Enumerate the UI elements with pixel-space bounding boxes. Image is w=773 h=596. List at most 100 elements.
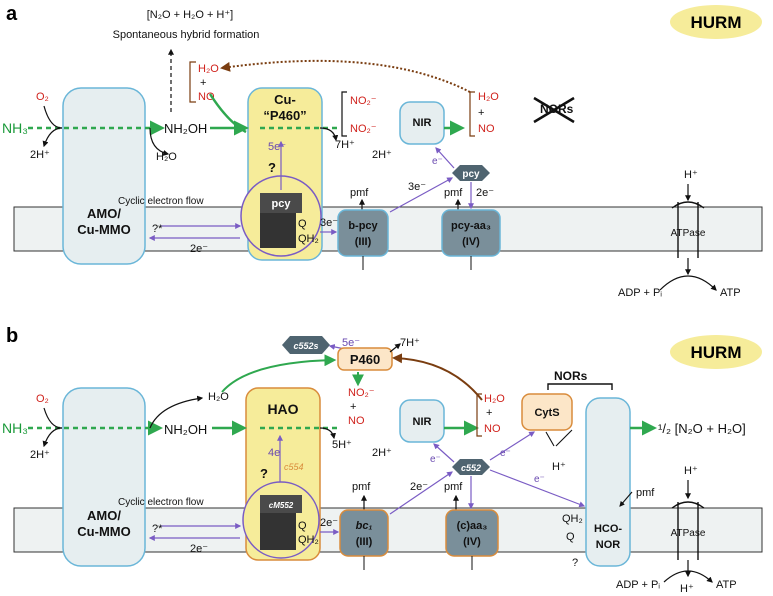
- h-in-label-a: 2H⁺: [30, 149, 50, 161]
- h-cyts: H⁺: [552, 461, 566, 473]
- cyclic-flow-b: Cyclic electron flow: [118, 497, 204, 508]
- b-pcy-label-2: (III): [355, 236, 372, 248]
- pcy-aa3-label-1: pcy-aa₃: [451, 220, 491, 232]
- b-pcy-label-1: b-pcy: [348, 220, 378, 232]
- c554-label: c554: [284, 462, 304, 472]
- pcy-box-label: pcy: [272, 198, 292, 210]
- three-e-bpcy: 3e⁻: [320, 217, 338, 229]
- pmf-2-b: pmf: [444, 481, 463, 493]
- hco-label-1: HCO-: [594, 523, 622, 535]
- caa3-label-1: (c)aa₃: [457, 520, 488, 532]
- pmf-2-a: pmf: [444, 187, 463, 199]
- nir-label-b: NIR: [413, 416, 432, 428]
- five-e-a: 5e⁻: [268, 141, 286, 153]
- seven-h-a: 7H⁺: [335, 139, 355, 151]
- no2-b: NO₂⁻: [348, 387, 375, 399]
- cyclic-flow-a: Cyclic electron flow: [118, 196, 204, 207]
- amo-label-1: AMO/: [87, 206, 121, 221]
- nir-h-a: 2H⁺: [372, 149, 392, 161]
- bc1-box: [339, 509, 389, 557]
- h2o-mid-a: H₂O: [198, 63, 219, 75]
- q-star-b: ?*: [152, 523, 163, 535]
- b-pcy-box: [337, 209, 389, 257]
- q-label-a: Q: [298, 218, 307, 230]
- seven-h-b: 7H⁺: [400, 337, 420, 349]
- no-right-a: NO: [478, 123, 495, 135]
- e-c552-b: e⁻: [500, 448, 511, 459]
- cu-p460-label-2: “P460”: [263, 108, 306, 123]
- two-e-up-b: 2e⁻: [410, 481, 428, 493]
- nir-label-a: NIR: [413, 117, 432, 129]
- product-label: ¹/₂ [N₂O + H₂O]: [658, 421, 746, 436]
- no-mid-b: NO: [348, 415, 365, 427]
- nors-label-b: NORs: [554, 369, 588, 383]
- plus2-b: +: [486, 407, 492, 419]
- four-e-b: 4e: [268, 447, 280, 459]
- nh3-label-a: NH₃: [2, 120, 28, 136]
- cm552-label: cM552: [269, 501, 294, 510]
- pcy-hex-a: [452, 165, 490, 181]
- pcy-aa3-label-2: (IV): [462, 236, 480, 248]
- c552-hex: [452, 459, 490, 475]
- atp-label-b: ATP: [716, 579, 737, 591]
- two-e-back-b: 2e⁻: [190, 543, 208, 555]
- amo-box-b: [62, 387, 146, 567]
- atp-label-a: ATP: [720, 287, 741, 299]
- atpase-label-a: ATPase: [671, 228, 706, 239]
- h-atp-a: H⁺: [684, 169, 698, 181]
- plus-right-a: +: [478, 107, 484, 119]
- h2o-right-a: H₂O: [478, 91, 499, 103]
- p460-label: P460: [350, 352, 380, 367]
- p460-box: [337, 347, 393, 371]
- h2o-label-a: H₂O: [156, 151, 177, 163]
- no-right-b: NO: [484, 423, 501, 435]
- qh2-label-b: QH₂: [298, 534, 319, 546]
- hybrid-bracket: [N₂O + H₂O + H⁺]: [147, 9, 233, 21]
- amo-label-2: Cu-MMO: [77, 222, 130, 237]
- hurm-badge-a: [670, 5, 762, 39]
- h2o-right-b: H₂O: [484, 393, 505, 405]
- pmf-1-b: pmf: [352, 481, 371, 493]
- five-e-b: 5e⁻: [342, 337, 360, 349]
- question-b: ?: [260, 466, 268, 481]
- o2-arrow-a: [43, 105, 63, 129]
- atpase-label-b: ATPase: [671, 528, 706, 539]
- hybrid-label: Spontaneous hybrid formation: [113, 29, 260, 41]
- pmf-3-b: pmf: [636, 487, 655, 499]
- two-e-a: 2e⁻: [476, 187, 494, 199]
- no2-top-a: NO₂⁻: [350, 95, 377, 107]
- bc1-label-1: bc₁: [356, 520, 373, 532]
- q-label-b: Q: [298, 520, 307, 532]
- cyts-box: [521, 393, 573, 431]
- q-star-a: ?*: [152, 223, 163, 235]
- c552-label: c552: [461, 463, 481, 473]
- pcy-head-a: [260, 193, 302, 213]
- five-h-b: 5H⁺: [332, 439, 352, 451]
- panel-a: a HURM AMO/ Cu-MMO Cu- “P460” pcy Q QH₂ …: [2, 3, 763, 299]
- nh3-label-b: NH₃: [2, 420, 28, 436]
- nir-box-b: [399, 399, 445, 443]
- c552s-label: c552s: [293, 341, 318, 351]
- h-atp-b: H⁺: [684, 465, 698, 477]
- hao-label: HAO: [267, 401, 298, 417]
- h-out-b: H⁺: [680, 583, 694, 595]
- nir-box-a: [399, 101, 445, 145]
- two-e-bc1: 2e⁻: [320, 517, 338, 529]
- pcy-aa3-box: [441, 209, 501, 257]
- e-right-b: e⁻: [534, 474, 545, 485]
- caa3-label-2: (IV): [463, 536, 481, 548]
- adp-label-b: ADP + Pᵢ: [616, 579, 660, 591]
- c552s-hex: [282, 336, 330, 354]
- amo-label-b2: Cu-MMO: [77, 524, 130, 539]
- q-hco: Q: [566, 531, 575, 543]
- q-quest-b: ?: [572, 557, 578, 569]
- qh2-label-a: QH₂: [298, 233, 319, 245]
- hco-label-2: NOR: [596, 539, 621, 551]
- pcy-hex-label-a: pcy: [462, 169, 480, 180]
- hurm-label-b: HURM: [691, 343, 742, 362]
- qh2-hco: QH₂: [562, 513, 583, 525]
- plus1-b: +: [350, 401, 356, 413]
- amo-label-b1: AMO/: [87, 508, 121, 523]
- cyts-label: CytS: [534, 407, 559, 419]
